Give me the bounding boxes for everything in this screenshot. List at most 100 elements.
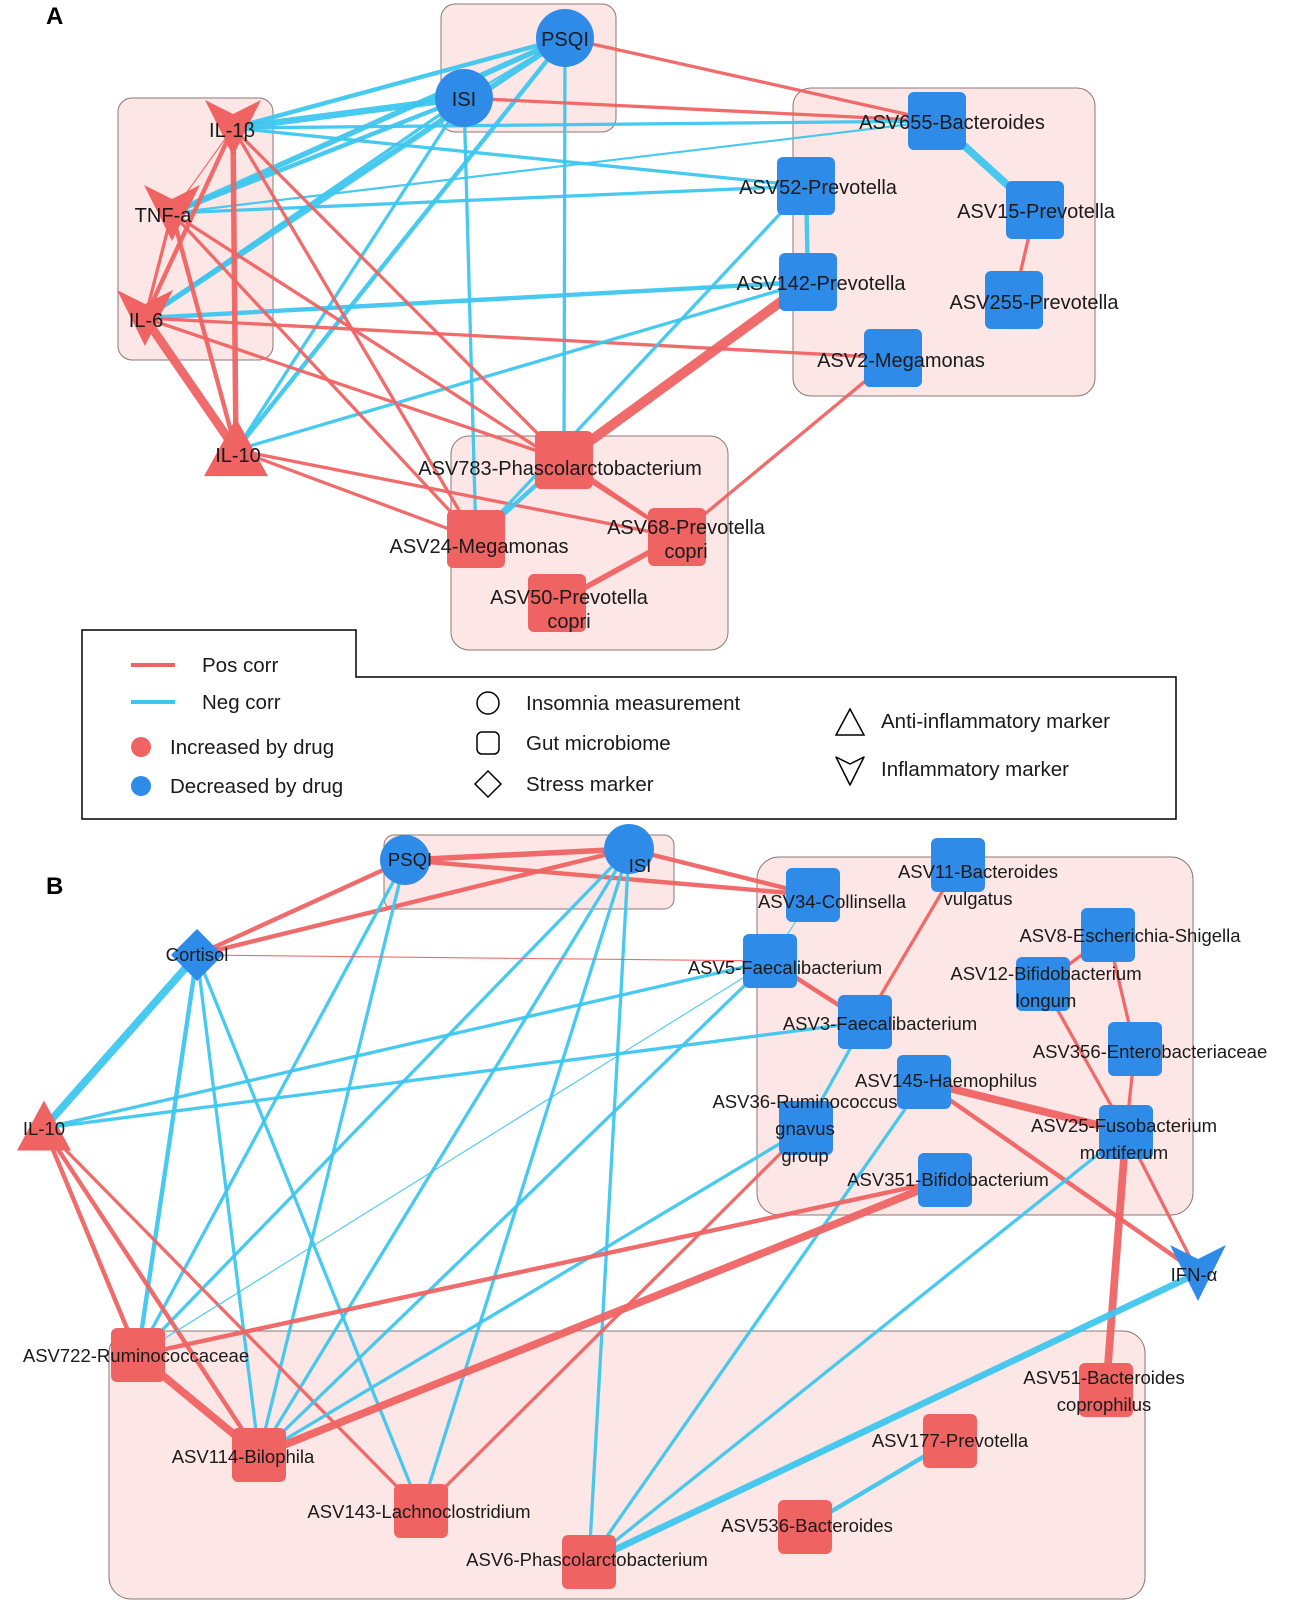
edge-b-isi-asv6 bbox=[587, 847, 631, 1564]
edge-a-tnfa-asv24 bbox=[170, 211, 478, 541]
label-a-asv24: ASV24-Megamonas bbox=[390, 536, 569, 558]
panel-letter-b: B bbox=[46, 873, 63, 900]
label-b-asv114: ASV114-Bilophila bbox=[172, 1446, 315, 1467]
edge-a-il1b-asv24 bbox=[231, 126, 478, 541]
node-b-asv143 bbox=[394, 1484, 448, 1538]
label-b-isi: ISI bbox=[629, 855, 652, 876]
group-box-b-increased-microbes bbox=[108, 1330, 1146, 1600]
node-a-tnfa bbox=[144, 185, 200, 241]
node-b-asv51 bbox=[1079, 1363, 1133, 1417]
node-b-psqi bbox=[380, 835, 430, 885]
label-a-psqi: PSQI bbox=[541, 29, 589, 51]
label-b-asv34: ASV34-Collinsella bbox=[758, 891, 907, 912]
edge-b-asv36-asv114 bbox=[257, 1126, 808, 1457]
edge-a-psqi-asv783 bbox=[562, 36, 567, 462]
node-b-isi bbox=[604, 824, 654, 874]
label-a-il6: IL-6 bbox=[129, 310, 163, 332]
legend-anti-label: Anti-inflammatory marker bbox=[881, 710, 1110, 733]
edge-a-asv52-asv24 bbox=[474, 184, 808, 541]
node-b-asv5 bbox=[743, 934, 797, 988]
edge-b-asv351-asv114 bbox=[255, 1176, 949, 1459]
edge-b-cortisol-asv114 bbox=[195, 953, 261, 1457]
node-b-ifna bbox=[1170, 1245, 1226, 1301]
legend-stress-label: Stress marker bbox=[526, 773, 654, 796]
node-b-asv356 bbox=[1108, 1022, 1162, 1076]
edge-b-asv36-asv143 bbox=[419, 1126, 808, 1513]
edge-b-ifna-asv6 bbox=[585, 1269, 1202, 1566]
node-a-il6 bbox=[117, 290, 173, 346]
edge-b-psqi-asv114 bbox=[257, 858, 407, 1457]
label-b-asv3: ASV3-Faecalibacterium bbox=[783, 1013, 977, 1034]
node-a-asv15 bbox=[1006, 181, 1064, 239]
label-a-asv2: ASV2-Megamonas bbox=[817, 350, 985, 372]
legend-triangle-icon bbox=[834, 707, 866, 736]
node-a-il10 bbox=[204, 418, 268, 477]
edge-b-il10-asv114 bbox=[41, 1125, 262, 1458]
legend-decreased-label: Decreased by drug bbox=[170, 775, 343, 798]
label-a-asv15: ASV15-Prevotella bbox=[957, 201, 1116, 223]
edge-b-psqi-cortisol bbox=[194, 857, 408, 958]
node-b-asv351 bbox=[918, 1153, 972, 1207]
legend-inflammatory-label: Inflammatory marker bbox=[881, 758, 1069, 781]
edge-b-il10-asv5 bbox=[42, 959, 772, 1130]
legend-insomnia-label: Insomnia measurement bbox=[526, 692, 741, 715]
label-b-asv722: ASV722-Ruminococcaceae bbox=[23, 1345, 249, 1366]
edge-a-il10-asv142 bbox=[234, 280, 810, 452]
node-b-asv177 bbox=[923, 1414, 977, 1468]
edge-a-il6-il10 bbox=[140, 313, 241, 455]
node-b-asv25 bbox=[1099, 1105, 1153, 1159]
node-a-psqi bbox=[536, 9, 594, 67]
edge-b-cortisol-il10 bbox=[40, 951, 201, 1132]
legend-decreased-dot bbox=[131, 776, 151, 796]
edge-b-psqi-asv34 bbox=[402, 857, 816, 898]
edge-a-asv142-asv783 bbox=[559, 277, 813, 465]
node-b-asv114 bbox=[232, 1428, 286, 1482]
edge-b-psqi-isi bbox=[402, 846, 632, 863]
legend-square-icon bbox=[476, 731, 500, 755]
label-b-asv177: ASV177-Prevotella bbox=[872, 1430, 1029, 1451]
label-a-asv255: ASV255-Prevotella bbox=[950, 292, 1120, 314]
panel-letter-a: A bbox=[46, 3, 63, 30]
label-a-il1b: IL-1β bbox=[209, 120, 255, 142]
edge-b-asv5-asv722 bbox=[137, 960, 771, 1356]
label-a-il10: IL-10 bbox=[215, 445, 261, 467]
edge-a-tnfa-asv655 bbox=[170, 119, 939, 215]
label-a-asv783: ASV783-Phascolarctobacterium bbox=[418, 458, 701, 480]
node-a-il1b bbox=[205, 100, 261, 156]
edge-a-il6-asv2 bbox=[143, 316, 895, 360]
edge-b-il10-asv3 bbox=[42, 1020, 867, 1130]
label-b-il10: IL-10 bbox=[23, 1118, 65, 1139]
edge-b-isi-asv722 bbox=[136, 847, 631, 1357]
edge-b-asv145-ifna bbox=[921, 1079, 1201, 1276]
edge-a-tnfa-asv52 bbox=[170, 184, 808, 215]
label-b-asv145: ASV145-Haemophilus bbox=[855, 1070, 1037, 1091]
legend-increased-label: Increased by drug bbox=[170, 736, 334, 759]
edge-a-isi-asv24 bbox=[462, 96, 478, 541]
label-b-asv8: ASV8-Escherichia-Shigella bbox=[1019, 925, 1241, 946]
legend-neg-label: Neg corr bbox=[202, 691, 281, 714]
edge-a-il1b-asv52 bbox=[231, 126, 808, 188]
edge-a-il1b-il10 bbox=[230, 125, 239, 453]
edge-b-asv25-asv6 bbox=[587, 1130, 1128, 1564]
node-b-asv34 bbox=[786, 868, 840, 922]
label-b-asv6: ASV6-Phascolarctobacterium bbox=[466, 1549, 708, 1570]
node-b-asv11 bbox=[931, 838, 985, 892]
edge-a-isi-tnfa bbox=[169, 95, 467, 216]
legend-gut-label: Gut microbiome bbox=[526, 732, 671, 755]
node-b-asv722 bbox=[111, 1328, 165, 1382]
edge-b-il10-asv143 bbox=[42, 1126, 423, 1513]
edge-a-asv2-asv68 bbox=[675, 356, 895, 539]
node-a-asv52 bbox=[777, 157, 835, 215]
edge-a-il1b-asv783 bbox=[231, 126, 566, 462]
label-b-asv5: ASV5-Faecalibacterium bbox=[688, 957, 882, 978]
node-a-asv655 bbox=[908, 92, 966, 150]
legend-v-marker-icon bbox=[835, 756, 865, 786]
edge-a-isi-asv655 bbox=[462, 96, 939, 123]
label-a-asv142: ASV142-Prevotella bbox=[737, 273, 907, 295]
edge-a-psqi-asv655 bbox=[563, 36, 939, 123]
node-a-asv783 bbox=[535, 431, 593, 489]
